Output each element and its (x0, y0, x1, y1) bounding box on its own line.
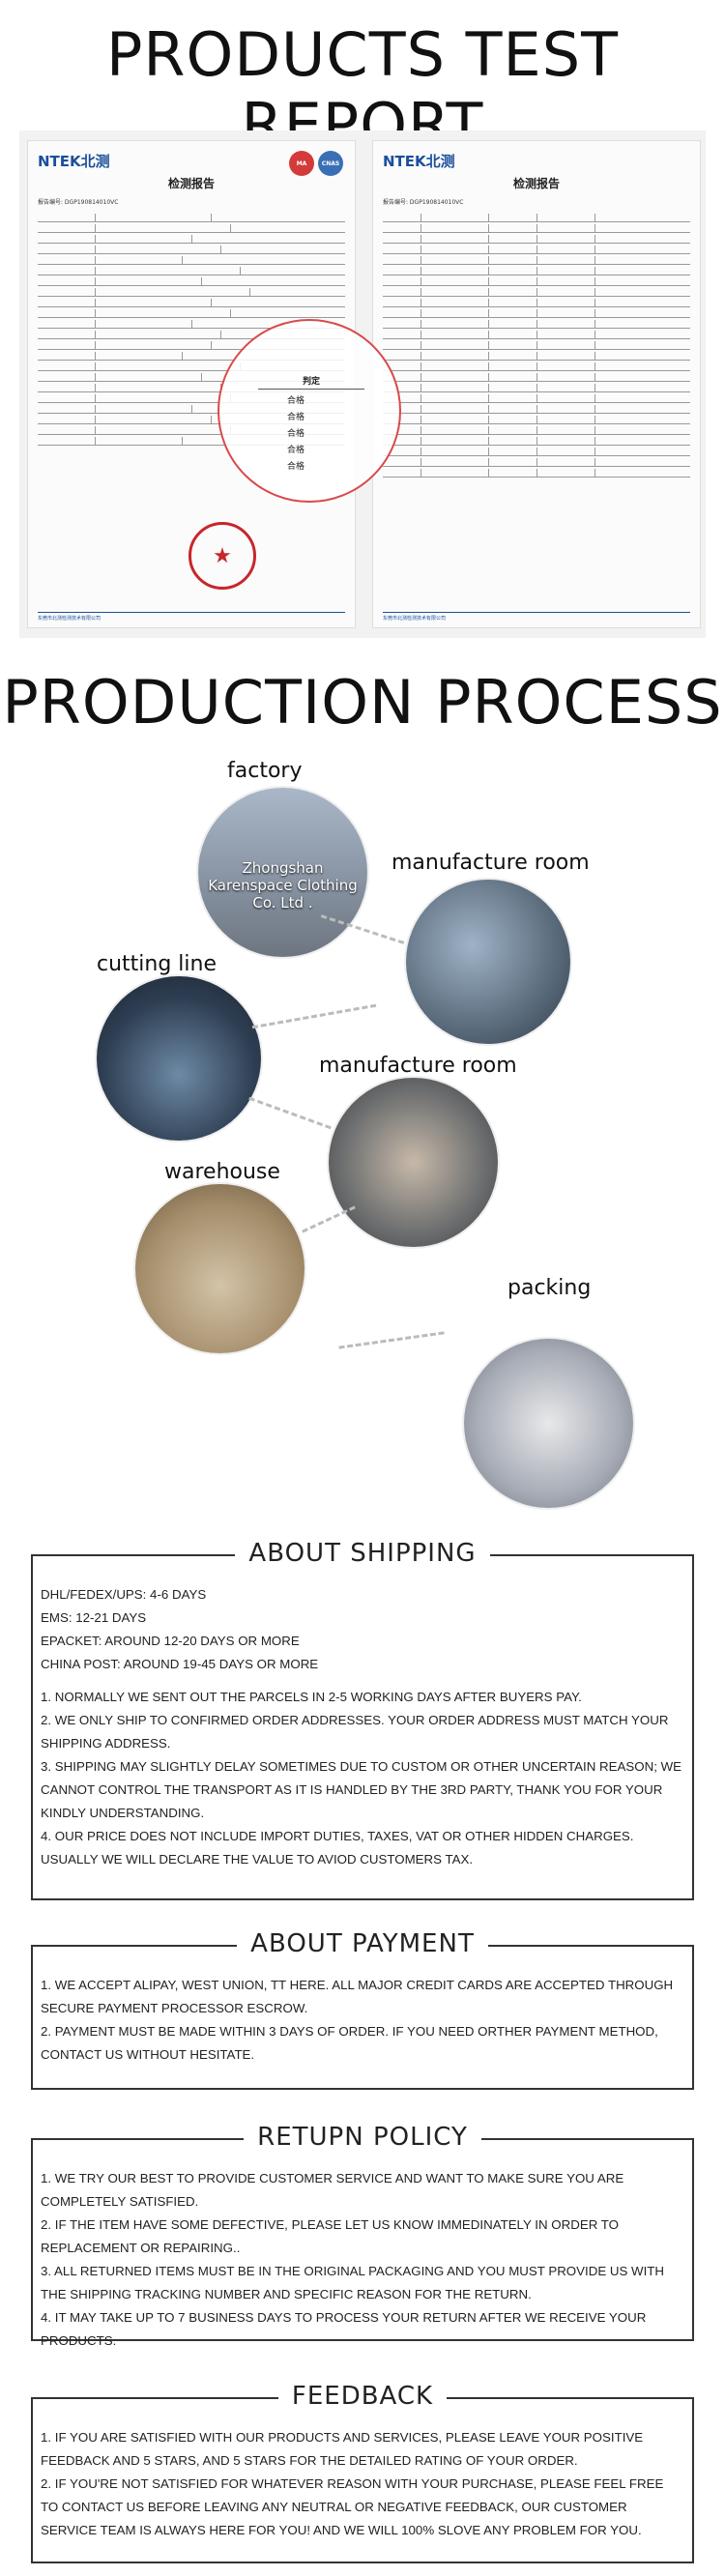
shipping-time: EPACKET: AROUND 12-20 DAYS OR MORE (41, 1634, 300, 1648)
packing-label: packing (508, 1276, 592, 1300)
factory-caption: Zhongshan Karenspace Clothing Co. Ltd . (208, 858, 358, 912)
magnifier-circle: 判定 合格 合格 合格 合格 合格 (218, 319, 401, 503)
return-policy-box: RETUPN POLICY 1. WE TRY OUR BEST TO PROV… (31, 2123, 694, 2348)
return-note: 2. IF THE ITEM HAVE SOME DEFECTIVE, PLEA… (41, 2217, 619, 2255)
return-policy-title: RETUPN POLICY (244, 2123, 481, 2152)
verdict-value: 合格 (287, 429, 305, 439)
packing-photo (464, 1339, 633, 1508)
factory-label: factory (227, 759, 303, 783)
test-report-title: PRODUCTS TEST REPORT (106, 19, 619, 160)
ntek-logo: NTEK北测 (383, 153, 455, 170)
feedback-note: 1. IF YOU ARE SATISFIED WITH OUR PRODUCT… (41, 2430, 644, 2468)
cert-badges: MA CNAS (289, 151, 343, 176)
shipping-note: 2. WE ONLY SHIP TO CONFIRMED ORDER ADDRE… (41, 1713, 669, 1751)
shipping-note: 1. NORMALLY WE SENT OUT THE PARCELS IN 2… (41, 1690, 582, 1704)
cutting-line-photo (97, 976, 261, 1141)
manufacture-room-photo-1 (406, 880, 570, 1044)
report-table (383, 214, 690, 478)
payment-box: ABOUT PAYMENT 1. WE ACCEPT ALIPAY, WEST … (31, 1929, 694, 2090)
warehouse-label: warehouse (164, 1160, 280, 1184)
manufacture-room-photo-2 (329, 1078, 498, 1247)
red-seal-stamp: ★ (188, 522, 256, 590)
shipping-note: 3. SHIPPING MAY SLIGHTLY DELAY SOMETIMES… (41, 1759, 682, 1820)
payment-note: 2. PAYMENT MUST BE MADE WITHIN 3 DAYS OF… (41, 2024, 658, 2062)
shipping-note: 4. OUR PRICE DOES NOT INCLUDE IMPORT DUT… (41, 1829, 634, 1867)
ma-badge: MA (289, 151, 314, 176)
report-right: NTEK北测 检测报告 报告编号: DGP190814010VC 东莞市北测检测… (372, 140, 701, 628)
factory-photo: Zhongshan Karenspace Clothing Co. Ltd . (198, 788, 367, 957)
spacer (41, 1676, 684, 1686)
feedback-title: FEEDBACK (277, 2382, 448, 2411)
flow-arrow (248, 1096, 332, 1130)
shipping-time: EMS: 12-21 DAYS (41, 1610, 147, 1625)
report-title: 检测报告 (167, 177, 215, 190)
payment-note: 1. WE ACCEPT ALIPAY, WEST UNION, TT HERE… (41, 1978, 674, 2015)
cutting-line-label: cutting line (97, 952, 218, 976)
shipping-box: ABOUT SHIPPING DHL/FEDEX/UPS: 4-6 DAYS E… (31, 1539, 694, 1900)
report-footer: 东莞市北测检测技术有限公司 (38, 612, 345, 622)
verdict-header: 判定 (258, 374, 364, 390)
shipping-title: ABOUT SHIPPING (235, 1539, 490, 1568)
report-number: 报告编号: DGP190814010VC (38, 199, 119, 206)
return-note: 1. WE TRY OUR BEST TO PROVIDE CUSTOMER S… (41, 2171, 624, 2209)
shipping-time: CHINA POST: AROUND 19-45 DAYS OR MORE (41, 1657, 319, 1671)
cnas-badge: CNAS (318, 151, 343, 176)
return-note: 4. IT MAY TAKE UP TO 7 BUSINESS DAYS TO … (41, 2310, 647, 2348)
return-note: 3. ALL RETURNED ITEMS MUST BE IN THE ORI… (41, 2264, 665, 2301)
flow-arrow (338, 1331, 445, 1349)
report-table (38, 214, 345, 446)
manufacture-room-label: manufacture room (319, 1054, 517, 1078)
verdict-value: 合格 (287, 396, 305, 406)
verdict-value: 合格 (287, 413, 305, 422)
feedback-box: FEEDBACK 1. IF YOU ARE SATISFIED WITH OU… (31, 2382, 694, 2563)
flow-arrow (251, 1003, 377, 1029)
ntek-logo: NTEK北测 (38, 153, 110, 170)
verdict-value: 合格 (287, 462, 305, 472)
flow-arrow (302, 1205, 356, 1233)
report-footer: 东莞市北测检测技术有限公司 (383, 612, 690, 622)
feedback-note: 2. IF YOU'RE NOT SATISFIED FOR WHATEVER … (41, 2476, 664, 2537)
payment-title: ABOUT PAYMENT (237, 1929, 488, 1958)
verdict-value: 合格 (287, 446, 305, 455)
warehouse-photo (135, 1184, 304, 1353)
report-title: 检测报告 (512, 177, 560, 190)
manufacture-room-label: manufacture room (392, 851, 590, 875)
report-number: 报告编号: DGP190814010VC (383, 199, 464, 206)
production-process-title: PRODUCTION PROCESS (2, 667, 723, 738)
shipping-time: DHL/FEDEX/UPS: 4-6 DAYS (41, 1587, 207, 1602)
